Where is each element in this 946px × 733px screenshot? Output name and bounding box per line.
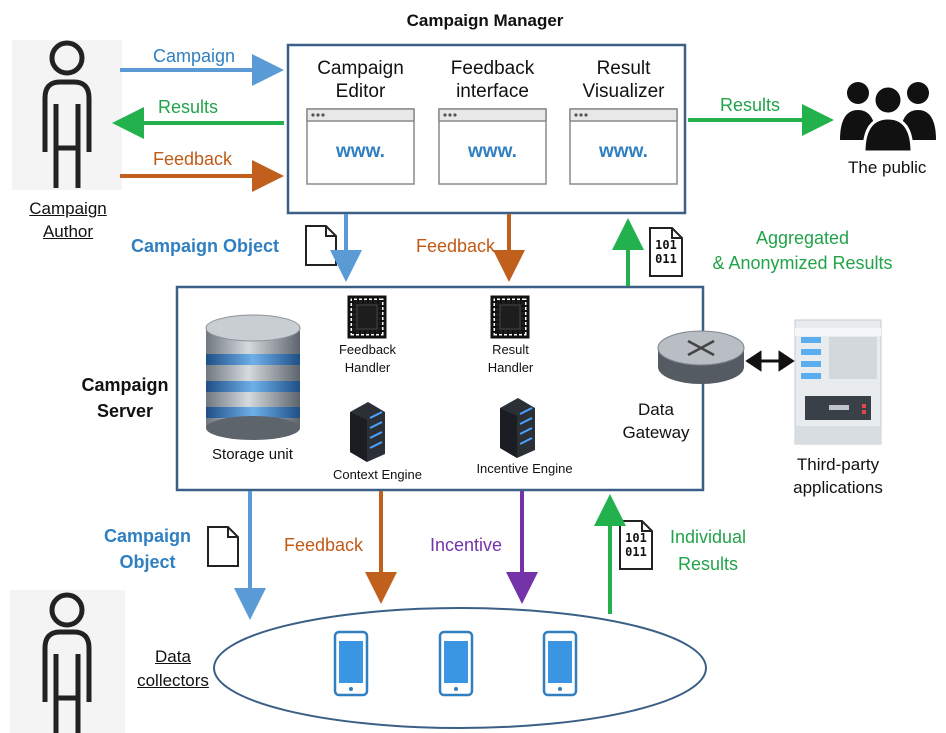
- aggregated-results-label: Aggregated & Anonymized Results: [690, 226, 915, 276]
- context-engine-server-icon: [350, 402, 385, 462]
- individual-results-line2: Results: [677, 554, 739, 574]
- data-gateway-router-icon: [657, 330, 745, 384]
- third-party-line1: Third-party: [796, 455, 880, 474]
- result-visualizer-browser-icon: [569, 108, 678, 185]
- result-handler-line2: Handler: [487, 360, 534, 375]
- third-party-server-icon: [794, 319, 882, 445]
- data-collector-person-icon: [10, 590, 125, 733]
- incentive-label: Incentive: [430, 535, 503, 555]
- campaign-editor-label: Campaign Editor: [303, 57, 418, 103]
- smartphone-icon: [438, 630, 474, 697]
- feedback-interface-screen-text: www.: [468, 141, 517, 162]
- feedback-handler-line2: Handler: [344, 360, 391, 375]
- feedback-interface-label: Feedback interface: [435, 57, 550, 103]
- campaign-author-label: Campaign Author: [12, 197, 124, 243]
- campaign-editor-label-line2: Editor: [335, 81, 386, 102]
- feedback-interface-label-line1: Feedback: [450, 58, 535, 79]
- campaign-server-title-line2: Server: [96, 401, 154, 421]
- campaign-author-label-line2: Author: [42, 222, 94, 241]
- campaign-manager-title: Campaign Manager: [406, 11, 564, 30]
- feedback-handler-chip-icon: [347, 295, 387, 339]
- data-gateway-label: Data Gateway: [610, 398, 702, 444]
- result-visualizer-screen-text: www.: [599, 141, 648, 162]
- smartphone-icon: [333, 630, 369, 697]
- result-handler-chip-icon: [490, 295, 530, 339]
- campaign-author-label-line1: Campaign: [29, 199, 107, 218]
- campaign-server-title: Campaign Server: [60, 372, 190, 424]
- campaign-editor-label-line1: Campaign: [317, 58, 404, 79]
- results-flow-label: Results: [158, 97, 219, 117]
- campaign-editor-browser-icon: [306, 108, 415, 185]
- data-gateway-line2: Gateway: [622, 423, 690, 442]
- storage-unit-label: Storage unit: [212, 446, 293, 463]
- campaign-object-lower-line2: Object: [119, 552, 176, 572]
- data-collectors-label: Data collectors: [128, 645, 218, 693]
- result-handler-line1: Result: [492, 342, 529, 357]
- result-visualizer-label: Result Visualizer: [566, 57, 681, 103]
- context-engine-label: Context Engine: [333, 467, 422, 482]
- feedback-handler-line1: Feedback: [338, 342, 397, 357]
- campaign-object-document-icon-lower: [207, 526, 239, 567]
- feedback-interface-browser-icon: [438, 108, 547, 185]
- campaign-author-person-icon: [12, 40, 122, 190]
- the-public-label: The public: [848, 158, 927, 177]
- gateway-third-party-double-arrow: [745, 350, 795, 372]
- result-visualizer-label-line2: Visualizer: [582, 81, 665, 102]
- third-party-line2: applications: [793, 478, 883, 497]
- aggregated-binary-line1: 101: [655, 238, 677, 252]
- individual-binary-line2: 011: [625, 545, 647, 559]
- aggregated-binary-file-icon: [649, 227, 683, 277]
- result-visualizer-label-line1: Result: [596, 58, 651, 79]
- campaign-flow-label: Campaign: [153, 46, 236, 66]
- feedback-lower-label: Feedback: [284, 535, 364, 555]
- data-collectors-line2: collectors: [137, 671, 209, 690]
- aggregated-results-line1: Aggregated: [755, 228, 850, 248]
- feedback-handler-label: Feedback Handler: [325, 341, 410, 377]
- individual-results-label: Individual Results: [653, 524, 763, 578]
- feedback-mid-label: Feedback: [416, 236, 496, 256]
- individual-results-line1: Individual: [669, 527, 747, 547]
- individual-binary-file-icon: [619, 520, 653, 570]
- data-gateway-line1: Data: [638, 400, 674, 419]
- results-public-flow-label: Results: [720, 95, 781, 115]
- incentive-engine-label: Incentive Engine: [476, 461, 573, 476]
- campaign-object-lower-line1: Campaign: [103, 526, 191, 546]
- campaign-server-title-line1: Campaign: [81, 375, 169, 395]
- result-handler-label: Result Handler: [468, 341, 553, 377]
- incentive-engine-server-icon: [500, 398, 535, 458]
- individual-binary-text: 101 011: [620, 531, 652, 559]
- feedback-interface-label-line2: interface: [456, 81, 529, 102]
- campaign-object-label: Campaign Object: [131, 236, 280, 256]
- campaign-object-lower-label: Campaign Object: [90, 523, 205, 575]
- public-group-icon: [840, 82, 936, 154]
- campaign-editor-screen-text: www.: [336, 141, 385, 162]
- aggregated-binary-text: 101 011: [650, 238, 682, 266]
- data-collectors-line1: Data: [155, 647, 191, 666]
- campaign-object-document-icon: [305, 225, 337, 266]
- third-party-label: Third-party applications: [768, 453, 908, 499]
- smartphone-icon: [542, 630, 578, 697]
- aggregated-results-line2: & Anonymized Results: [712, 253, 893, 273]
- storage-database-icon: [205, 314, 301, 440]
- individual-binary-line1: 101: [625, 531, 647, 545]
- aggregated-binary-line2: 011: [655, 252, 677, 266]
- feedback-flow-label: Feedback: [153, 149, 233, 169]
